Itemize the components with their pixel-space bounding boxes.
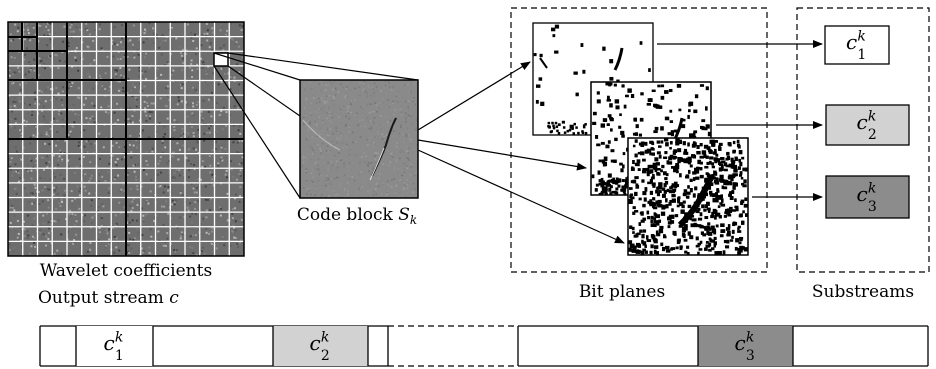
wavelet-coefficients-image xyxy=(7,21,245,257)
svg-text:k: k xyxy=(868,180,876,196)
code-block-image xyxy=(299,79,419,199)
substreams-group-box xyxy=(796,7,930,273)
bitplane-to-substream-arrows xyxy=(657,40,823,201)
svg-text:3: 3 xyxy=(868,199,877,215)
svg-text:3: 3 xyxy=(746,348,755,364)
svg-text:2: 2 xyxy=(321,348,330,364)
output-stream-label: Output stream c xyxy=(38,288,179,308)
svg-text:c: c xyxy=(846,30,857,54)
bit-planes-label: Bit planes xyxy=(579,282,665,302)
code-block-label: Code block Sk xyxy=(297,205,417,227)
svg-text:c: c xyxy=(104,331,115,355)
svg-text:2: 2 xyxy=(868,127,877,143)
svg-text:1: 1 xyxy=(115,348,124,364)
svg-text:c: c xyxy=(857,182,868,206)
code-to-bitplane-arrows xyxy=(417,61,625,244)
svg-text:1: 1 xyxy=(857,47,866,63)
svg-text:k: k xyxy=(746,329,754,345)
svg-text:k: k xyxy=(857,28,865,44)
svg-text:k: k xyxy=(115,329,123,345)
svg-text:c: c xyxy=(310,331,321,355)
subband-boundaries xyxy=(8,22,244,256)
substreams-label: Substreams xyxy=(812,282,914,302)
svg-text:k: k xyxy=(321,329,329,345)
svg-text:c: c xyxy=(735,331,746,355)
svg-text:k: k xyxy=(868,108,876,124)
wavelet-coefficients-label: Wavelet coefficients xyxy=(40,261,212,281)
svg-text:c: c xyxy=(857,110,868,134)
bit-plane-3 xyxy=(627,137,749,256)
